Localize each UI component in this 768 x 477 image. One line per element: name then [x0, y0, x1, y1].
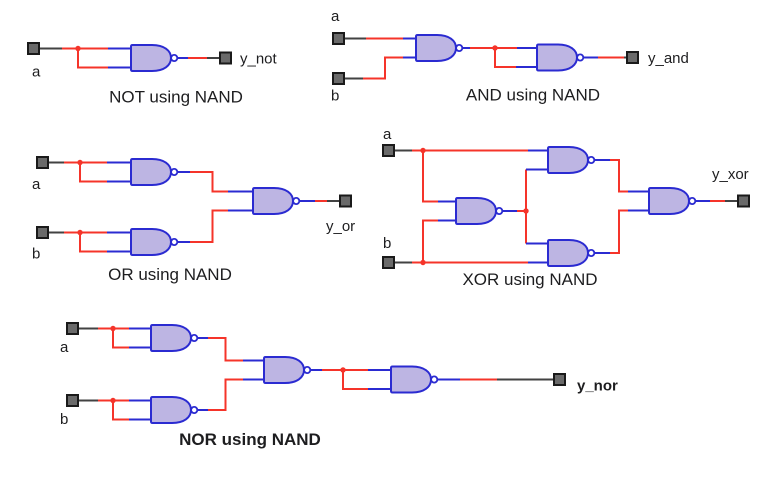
circuit-caption: NOR using NAND	[179, 430, 321, 449]
nand-gate[interactable]	[536, 43, 585, 72]
wire-blue	[108, 47, 188, 69]
input-label-b: b	[32, 246, 40, 263]
output-pin[interactable]	[626, 51, 639, 64]
junction-dot	[77, 229, 83, 236]
junction-dot	[77, 159, 83, 166]
input-pin-a[interactable]	[27, 42, 40, 55]
circuit-caption: XOR using NAND	[462, 270, 597, 289]
wire-dark	[39, 47, 221, 59]
nand-gate[interactable]	[130, 44, 179, 72]
junction-dot	[420, 147, 426, 154]
wire-red	[64, 161, 327, 253]
output-label: y_nor	[577, 378, 618, 395]
junction-dot	[420, 259, 426, 266]
input-pin-a[interactable]	[332, 32, 345, 45]
wire-red	[412, 149, 725, 264]
nand-gate[interactable]	[455, 197, 504, 225]
input-label-a: a	[32, 64, 41, 81]
junction-dot	[110, 397, 116, 404]
nand-gate[interactable]	[150, 324, 199, 352]
nand-gate[interactable]	[150, 396, 199, 424]
input-pin-b[interactable]	[382, 256, 395, 269]
input-pin-b[interactable]	[332, 72, 345, 85]
nand-gate[interactable]	[263, 356, 312, 384]
input-pin-a[interactable]	[36, 156, 49, 169]
circuit-caption: AND using NAND	[466, 86, 600, 105]
output-label: y_or	[326, 218, 355, 235]
junction-dot	[523, 208, 529, 214]
output-pin[interactable]	[339, 194, 352, 208]
nand-gate[interactable]	[130, 158, 179, 186]
output-label: y_xor	[712, 166, 749, 183]
wire-dark	[78, 327, 554, 402]
wire-blue	[129, 327, 460, 421]
input-label-b: b	[383, 235, 391, 252]
junction-dot	[110, 325, 116, 332]
circuit-not-using-nand: a y_not NOT using NAND	[27, 42, 278, 107]
input-pin-b[interactable]	[36, 226, 49, 239]
input-label-b: b	[60, 411, 68, 428]
input-label-a: a	[32, 176, 41, 193]
output-pin[interactable]	[737, 194, 750, 208]
nand-gate[interactable]	[252, 187, 301, 215]
nand-gate[interactable]	[547, 146, 596, 174]
nand-gate[interactable]	[415, 34, 464, 62]
nand-gate[interactable]	[547, 239, 596, 267]
wire-blue	[107, 161, 315, 253]
circuit-or-using-nand: a b y_or OR using NAND	[32, 156, 355, 284]
wire-red	[62, 47, 207, 69]
wire-blue	[438, 149, 710, 264]
circuit-caption: OR using NAND	[108, 265, 232, 284]
input-label-a: a	[383, 126, 392, 143]
nand-gate[interactable]	[390, 365, 439, 394]
input-label-b: b	[331, 88, 339, 105]
nand-gate[interactable]	[648, 187, 697, 215]
circuit-nor-using-nand: a b y_nor NOR using NAND	[60, 322, 618, 449]
input-label-a: a	[60, 339, 69, 356]
junction-dot	[492, 45, 498, 51]
circuit-and-using-nand: a b y_and AND using NAND	[331, 8, 689, 105]
wire-dark	[48, 161, 341, 234]
output-pin[interactable]	[553, 373, 566, 386]
circuit-caption: NOT using NAND	[109, 88, 243, 107]
output-label: y_and	[648, 50, 689, 67]
input-label-a: a	[331, 8, 340, 25]
junction-dot	[340, 367, 346, 373]
junction-dot	[75, 45, 81, 52]
wire-blue	[403, 37, 598, 68]
input-pin-a[interactable]	[66, 322, 79, 335]
output-label: y_not	[240, 51, 278, 68]
nand-gate[interactable]	[130, 228, 179, 256]
input-pin-b[interactable]	[66, 394, 79, 407]
circuit-xor-using-nand: a b y_xor XOR using NAND	[382, 126, 750, 289]
input-pin-a[interactable]	[382, 144, 395, 157]
wire-dark	[394, 149, 739, 264]
output-pin[interactable]	[219, 51, 232, 65]
